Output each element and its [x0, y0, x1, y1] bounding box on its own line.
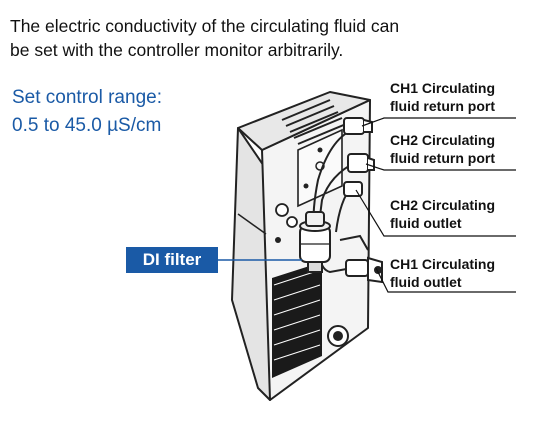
fitting-icon — [286, 216, 298, 228]
control-range-title: Set control range: — [12, 87, 162, 108]
drain-port-center-icon — [333, 331, 343, 341]
ch1-outlet-label-line-2: fluid outlet — [390, 274, 462, 290]
intro-text: The electric conductivity of the circula… — [10, 14, 530, 62]
ch2-return-port-icon — [347, 153, 375, 173]
ch1-outlet-label: CH1 Circulating fluid outlet — [390, 255, 495, 291]
cover-screw-icon — [315, 161, 325, 171]
cover-screw-icon — [303, 183, 309, 189]
ch1-return-port-icon — [343, 117, 373, 135]
ch1-return-label-line-1: CH1 Circulating — [390, 80, 496, 96]
fitting-icon — [275, 237, 281, 243]
intro-line-2: be set with the controller monitor arbit… — [10, 40, 344, 60]
ch2-outlet-port-icon — [343, 181, 363, 197]
ch2-return-port-label: CH2 Circulating fluid return port — [390, 131, 495, 167]
ch1-outlet-port-icon — [345, 256, 383, 284]
ch1-return-port-label: CH1 Circulating fluid return port — [390, 79, 495, 115]
ch2-return-label-line-1: CH2 Circulating — [390, 132, 496, 148]
di-filter-label: DI filter — [126, 247, 218, 273]
fitting-icon — [275, 203, 289, 217]
cover-screw-icon — [317, 147, 323, 153]
control-range-value: 0.5 to 45.0 µS/cm — [12, 115, 162, 136]
di-filter-cartridge — [299, 211, 331, 273]
intro-line-1: The electric conductivity of the circula… — [10, 16, 400, 36]
leader-lines — [355, 117, 516, 293]
control-range: Set control range: 0.5 to 45.0 µS/cm — [12, 84, 162, 140]
ch2-outlet-label-line-2: fluid outlet — [390, 215, 462, 231]
lower-vent-grille — [272, 262, 322, 378]
ch2-return-label-line-2: fluid return port — [390, 150, 495, 166]
ch2-outlet-label-line-1: CH2 Circulating — [390, 197, 496, 213]
ch1-outlet-label-line-1: CH1 Circulating — [390, 256, 496, 272]
ch2-outlet-label: CH2 Circulating fluid outlet — [390, 196, 495, 232]
ch1-return-label-line-2: fluid return port — [390, 98, 495, 114]
top-vent — [281, 99, 347, 145]
